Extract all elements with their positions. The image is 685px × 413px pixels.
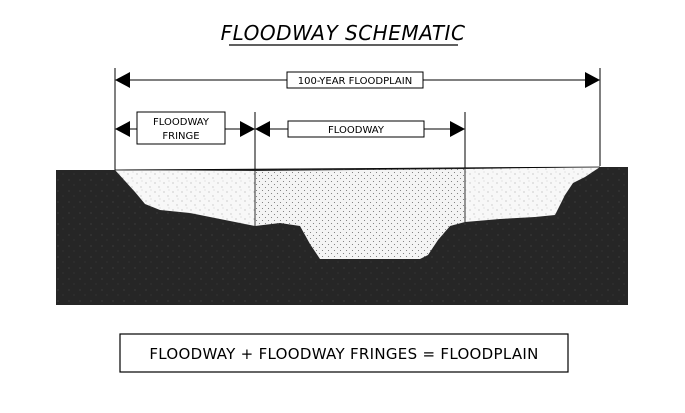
floodplain-label: 100-YEAR FLOODPLAIN [298, 76, 412, 87]
arrowhead-left [255, 121, 270, 137]
arrowhead-right [585, 72, 600, 88]
floodway-fringe-water-right [465, 167, 600, 222]
floodway-dimension: FLOODWAY [255, 120, 465, 138]
equation-text: FLOODWAY + FLOODWAY FRINGES = FLOODPLAIN [149, 345, 538, 363]
floodway-fringe-label-box [136, 111, 226, 145]
equation-box [119, 333, 569, 373]
arrowhead-right [450, 121, 465, 137]
floodway-fringe-label-line1: FLOODWAY [153, 117, 210, 128]
floodway-fringe-label-line2: FRINGE [162, 131, 199, 142]
arrowhead-right [240, 121, 255, 137]
diagram-title: FLOODWAY SCHEMATIC [221, 21, 466, 45]
channel-cross-section [56, 166, 628, 305]
floodway-label: FLOODWAY [328, 125, 385, 136]
floodplain-dimension: 100-YEAR FLOODPLAIN [115, 71, 600, 89]
floodway-fringe-dimension: FLOODWAY FRINGE [115, 111, 255, 145]
water-surface-line [114, 166, 601, 171]
floodway-water [255, 169, 465, 259]
arrowhead-left [115, 121, 130, 137]
floodplain-label-box [286, 71, 424, 89]
floodway-fringe-water-left [115, 170, 255, 226]
floodway-label-box [287, 120, 425, 138]
arrowhead-left [115, 72, 130, 88]
